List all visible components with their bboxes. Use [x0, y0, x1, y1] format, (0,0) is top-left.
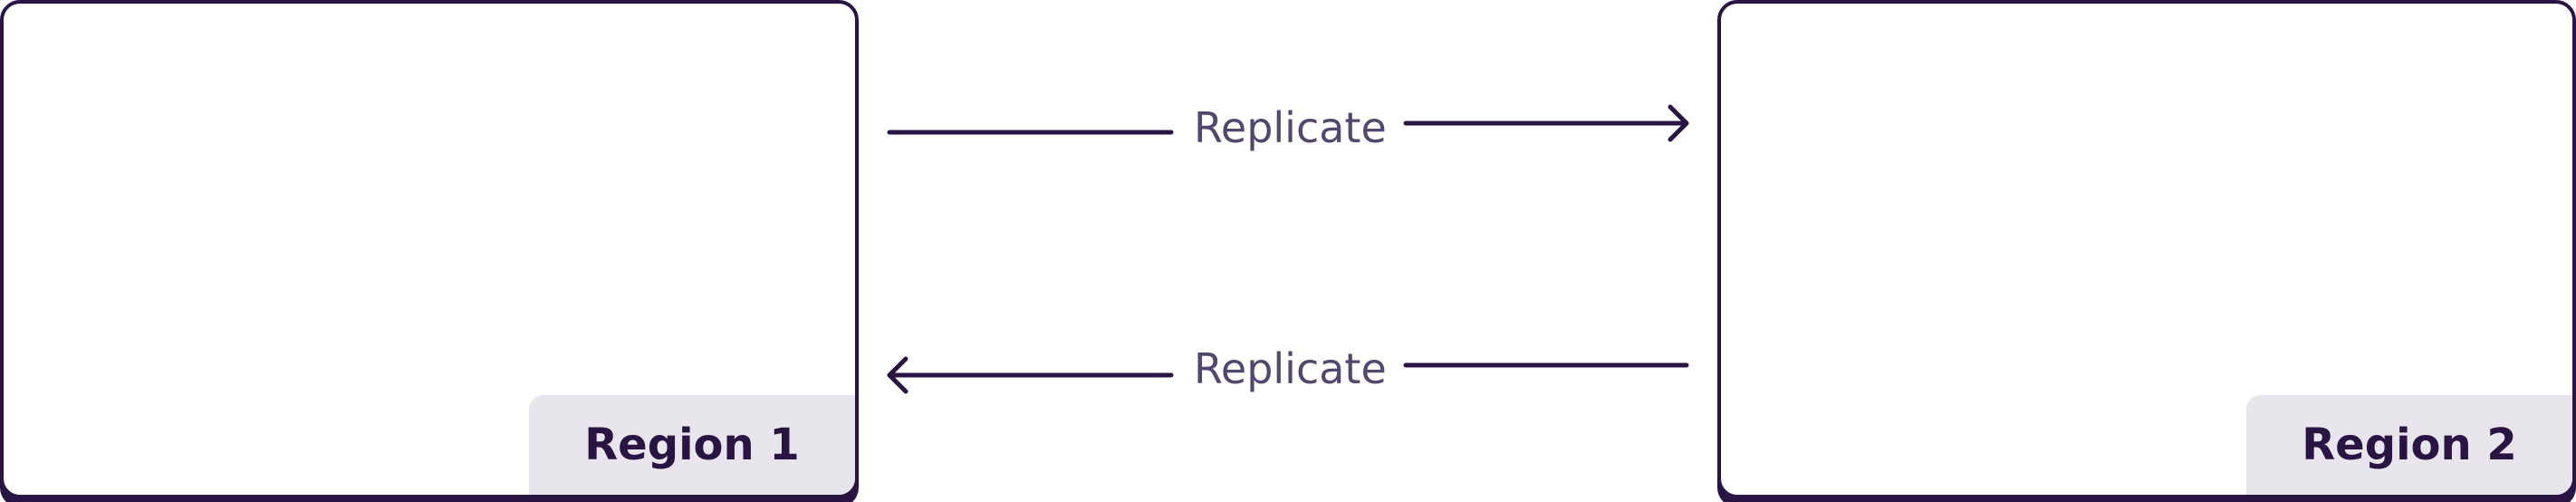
region-1-box: Region 1 — [0, 0, 859, 498]
bottom-connection-label: Replicate — [1194, 344, 1387, 393]
region-1-label: Region 1 — [529, 395, 855, 495]
region-2-box: Region 2 — [1717, 0, 2576, 498]
arrow-left-icon — [887, 356, 908, 394]
arrow-right-icon — [1668, 104, 1689, 142]
region-2-label: Region 2 — [2246, 395, 2572, 495]
top-connection-label: Replicate — [1194, 103, 1387, 152]
